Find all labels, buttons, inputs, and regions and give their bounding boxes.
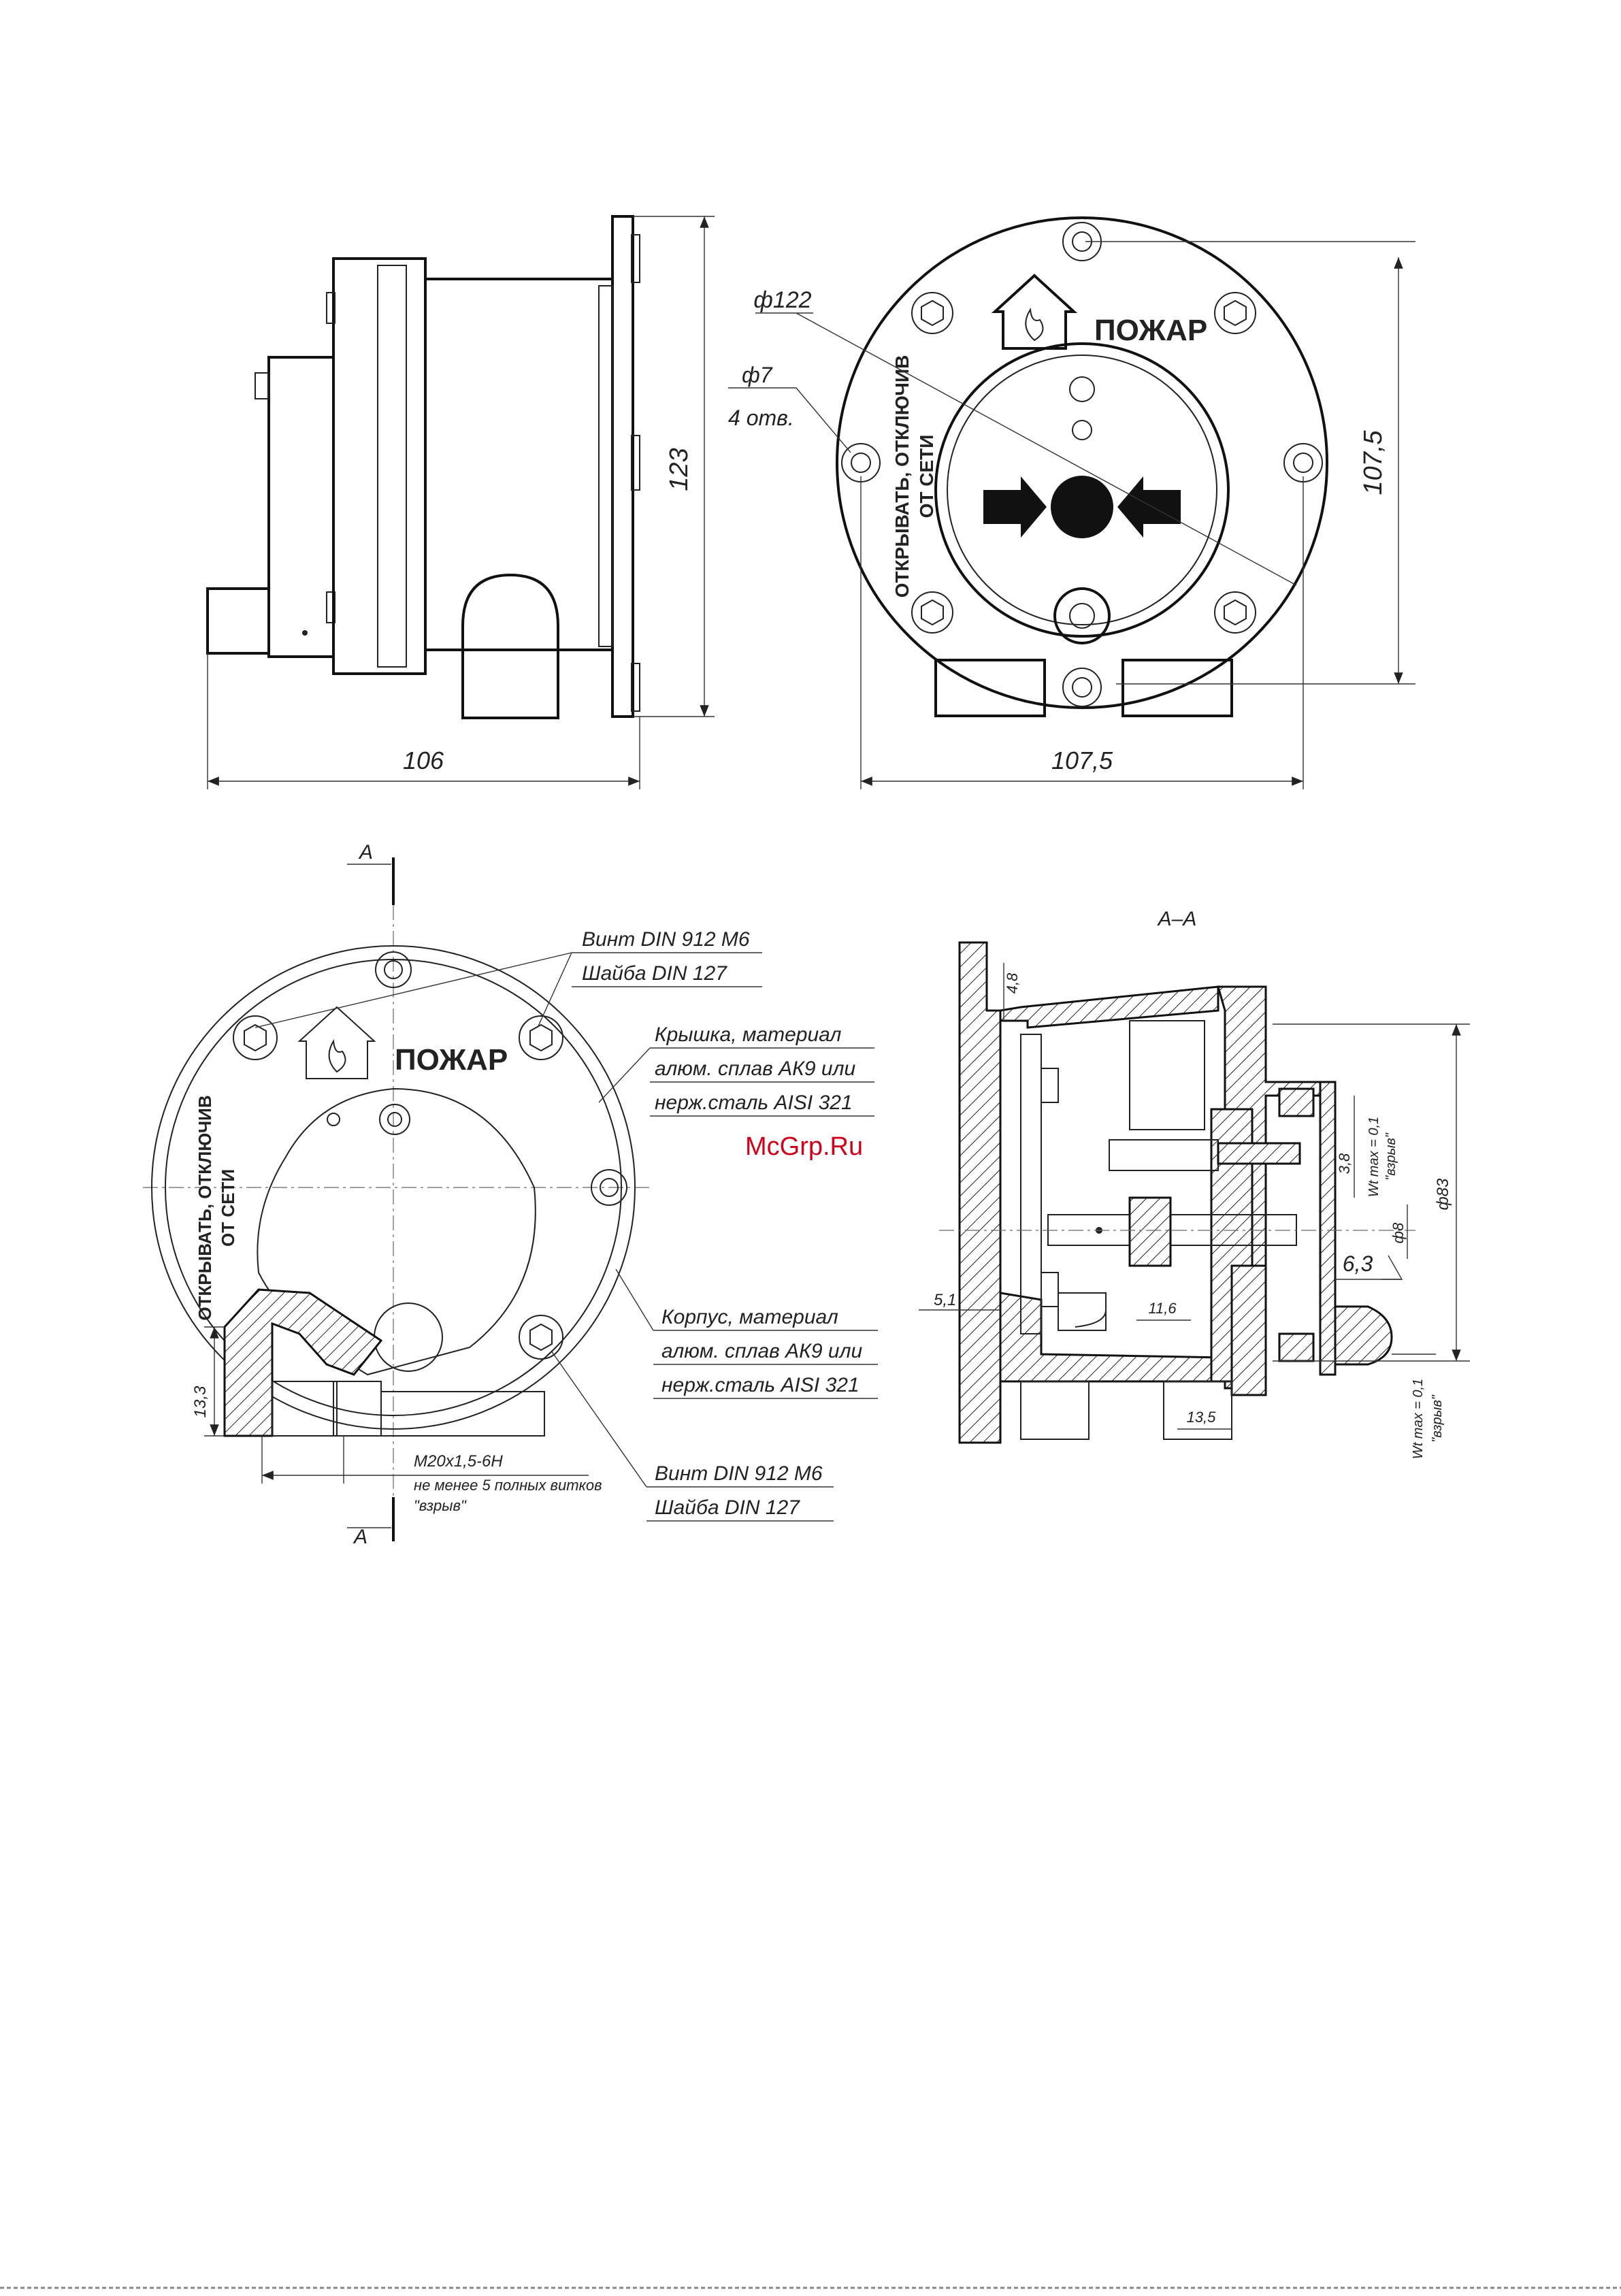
section-insert bbox=[1109, 1139, 1219, 1171]
section-plunger bbox=[1230, 1264, 1267, 1396]
front-bolts bbox=[841, 222, 1323, 707]
front-gland-left bbox=[934, 659, 1046, 717]
side-cover bbox=[332, 257, 427, 675]
inner-view: A A ПОЖАР ОТКРЫВАТЬ, ОТКЛЮЧИВ ОТ СЕТИ bbox=[143, 841, 878, 1548]
section-wt-top-2: "взрыв" bbox=[1383, 1132, 1398, 1181]
section-dim-11-6: 11,6 bbox=[1148, 1300, 1177, 1317]
inner-outer-ring-2 bbox=[165, 959, 622, 1416]
side-stub bbox=[206, 587, 270, 655]
side-flange-boss bbox=[631, 435, 640, 491]
front-holes-count: 4 отв. bbox=[728, 406, 794, 430]
side-button-housing bbox=[267, 356, 335, 658]
side-button-knob bbox=[255, 372, 269, 399]
callout-cover-2: алюм. сплав АК9 или bbox=[655, 1057, 855, 1080]
callout-screw-top-1: Винт DIN 912 M6 bbox=[582, 928, 750, 951]
inner-warning-line2: ОТ СЕТИ bbox=[218, 1169, 238, 1247]
front-lower-boss bbox=[1053, 587, 1111, 644]
side-height-dim: 123 bbox=[665, 448, 693, 491]
section-dim-d8: ф8 bbox=[1390, 1222, 1407, 1243]
callout-cover-1: Крышка, материал bbox=[655, 1023, 842, 1046]
inner-label: ПОЖАР bbox=[395, 1043, 508, 1077]
watermark: McGrp.Ru bbox=[745, 1132, 863, 1161]
callout-screw-bot-2: Шайба DIN 127 bbox=[655, 1496, 800, 1519]
front-outer-ring bbox=[836, 216, 1328, 709]
front-height-dim: 107,5 bbox=[1359, 430, 1388, 495]
side-length-dim: 106 bbox=[403, 747, 444, 774]
section-dim-4-8: 4,8 bbox=[1004, 972, 1021, 994]
front-diameter-leader bbox=[796, 312, 1297, 586]
inner-gland-bore bbox=[272, 1381, 338, 1437]
inner-warning-line1: ОТКРЫВАТЬ, ОТКЛЮЧИВ bbox=[195, 1095, 215, 1320]
section-wt-top-1: Wt max = 0,1 bbox=[1366, 1117, 1381, 1197]
section-dim-3-8: 3,8 bbox=[1336, 1153, 1353, 1174]
front-view: ПОЖАР ОТКРЫВАТЬ, ОТКЛЮЧИВ ОТ СЕТИ ф122 ф… bbox=[728, 216, 1415, 789]
section-top-shell bbox=[999, 985, 1219, 1029]
front-gland-right bbox=[1121, 659, 1233, 717]
thread-line1: M20x1,5-6H bbox=[414, 1452, 503, 1471]
section-bottom-shell bbox=[999, 1292, 1226, 1383]
section-dim-6-3: 6,3 bbox=[1343, 1251, 1373, 1276]
thread-line3: "взрыв" bbox=[414, 1497, 467, 1514]
section-pcb bbox=[1020, 1034, 1042, 1334]
front-window-inner bbox=[947, 355, 1217, 625]
inner-bolts bbox=[233, 951, 627, 1372]
inner-outer-ring bbox=[151, 945, 636, 1430]
callout-body-3: нерж.сталь AISI 321 bbox=[661, 1374, 859, 1396]
section-title: A–A bbox=[1157, 908, 1197, 930]
inner-cavity bbox=[257, 1087, 536, 1376]
callout-screw-top-2: Шайба DIN 127 bbox=[582, 962, 727, 985]
front-warning-line2: ОТ СЕТИ bbox=[916, 435, 937, 519]
section-dim-d83: ф83 bbox=[1434, 1178, 1452, 1210]
front-push-button bbox=[1051, 476, 1113, 538]
inner-house-fire-icon bbox=[297, 1006, 376, 1079]
thread-line2: не менее 5 полных витков bbox=[414, 1477, 602, 1494]
side-body-rim bbox=[598, 285, 613, 647]
section-dim-5-1: 5,1 bbox=[934, 1291, 956, 1309]
section-dim-13-5: 13,5 bbox=[1187, 1409, 1217, 1426]
side-cover-step bbox=[377, 265, 407, 668]
front-warning-line1: ОТКРЫВАТЬ, ОТКЛЮЧИВ bbox=[891, 355, 913, 598]
side-gland bbox=[461, 573, 559, 719]
side-pin bbox=[302, 630, 308, 636]
callout-cover-3: нерж.сталь AISI 321 bbox=[655, 1092, 853, 1114]
arrow-left-icon bbox=[1117, 476, 1181, 538]
arrow-right-icon bbox=[983, 476, 1047, 538]
side-body bbox=[424, 278, 614, 651]
side-view: 123 106 bbox=[206, 215, 715, 789]
front-width-dim: 107,5 bbox=[1051, 747, 1113, 774]
inner-gland-section bbox=[223, 1288, 383, 1437]
side-flange bbox=[611, 215, 634, 718]
section-flange bbox=[958, 941, 1002, 1444]
house-fire-icon bbox=[991, 274, 1078, 350]
section-glass bbox=[1319, 1081, 1337, 1376]
callout-body-2: алюм. сплав АК9 или bbox=[661, 1340, 862, 1362]
inner-left-dim: 13,3 bbox=[191, 1385, 210, 1417]
section-mark-top: A bbox=[358, 841, 373, 864]
front-window-outer bbox=[934, 342, 1230, 638]
section-view: A–A 4,8 5,1 ф83 bbox=[919, 908, 1470, 1459]
callout-screw-bot-1: Винт DIN 912 M6 bbox=[655, 1462, 823, 1485]
section-wt-bot-1: Wt max = 0,1 bbox=[1411, 1379, 1426, 1459]
section-wt-bot-2: "взрыв" bbox=[1430, 1394, 1445, 1443]
section-mark-bottom: A bbox=[353, 1526, 367, 1548]
callout-body-1: Корпус, материал bbox=[661, 1306, 838, 1328]
front-hole-dim: ф7 bbox=[742, 363, 773, 387]
section-gland-nut bbox=[1334, 1305, 1393, 1366]
front-label: ПОЖАР bbox=[1094, 314, 1207, 347]
section-inner-block bbox=[1129, 1020, 1205, 1130]
side-flange-boss bbox=[631, 234, 640, 283]
side-cover-tab bbox=[326, 292, 335, 324]
front-diameter-dim: ф122 bbox=[753, 287, 811, 313]
side-flange-boss bbox=[631, 663, 640, 712]
